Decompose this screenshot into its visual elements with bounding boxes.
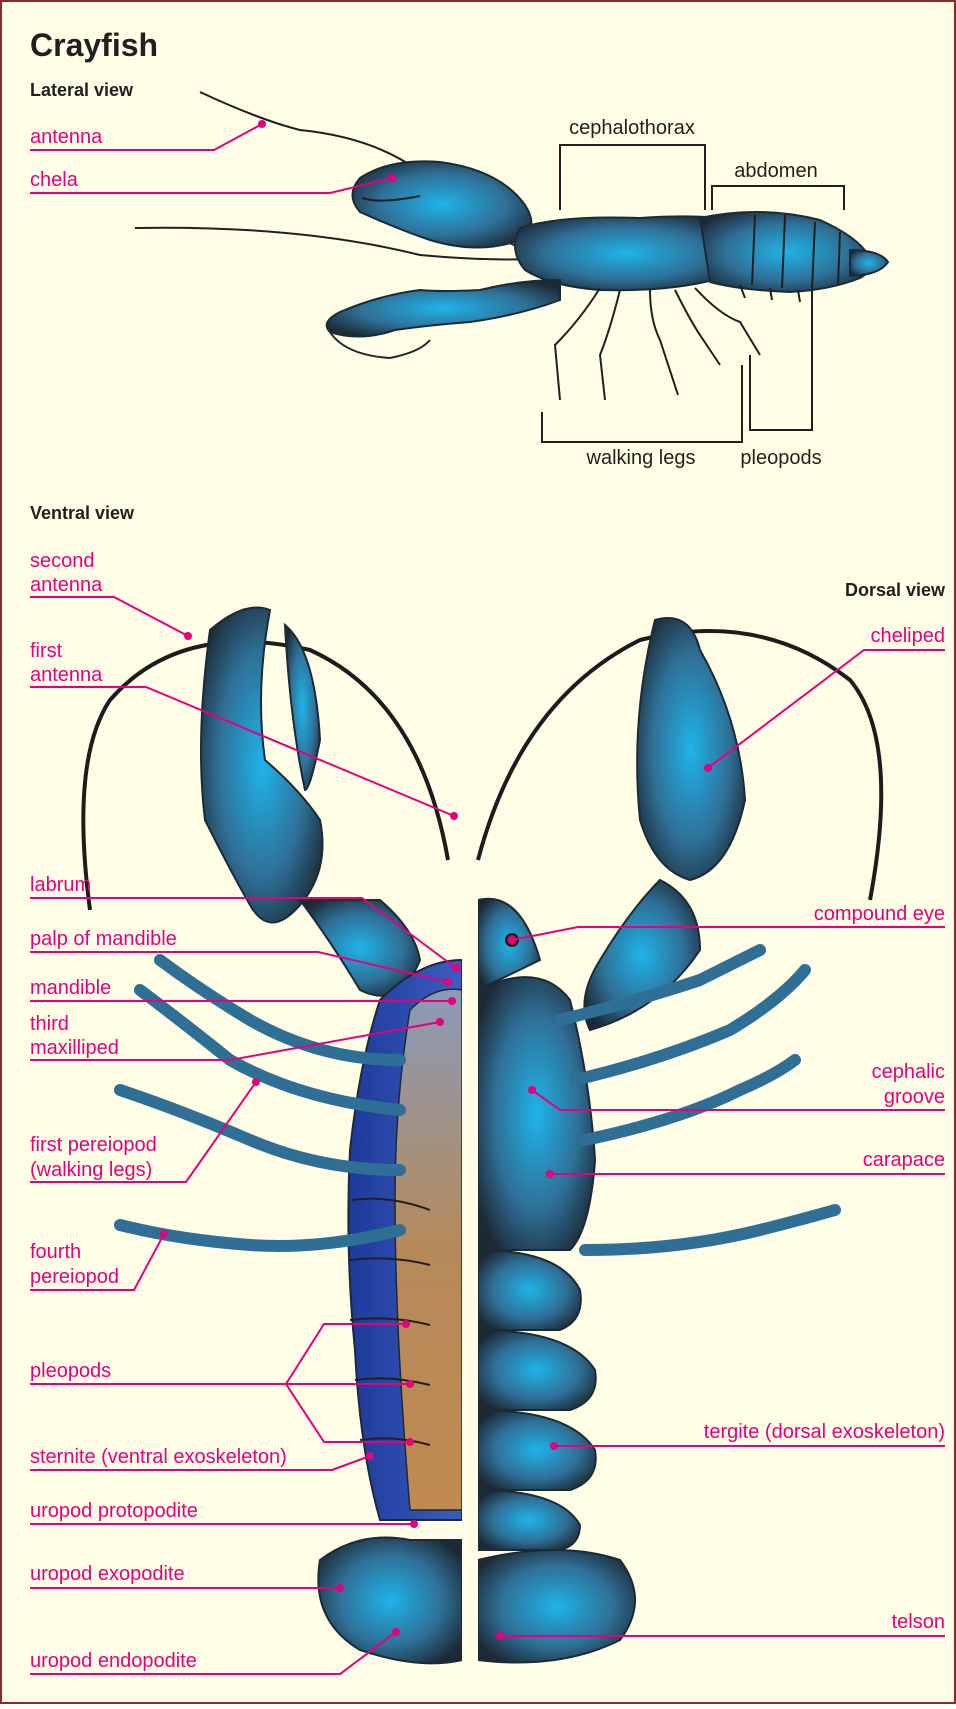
label-first-pereiopod-line2: (walking legs) xyxy=(30,1159,152,1181)
label-cheliped: cheliped xyxy=(870,625,945,647)
label-abdomen: abdomen xyxy=(734,160,817,182)
label-second-antenna-line2: antenna xyxy=(30,574,103,596)
label-fourth-pereiopod-line2: pereiopod xyxy=(30,1266,119,1288)
label-antenna: antenna xyxy=(30,126,103,148)
point-carapace xyxy=(546,1170,554,1178)
page-title: Crayfish xyxy=(30,27,158,63)
label-second-antenna-line1: second xyxy=(30,550,95,572)
label-third-maxilliped-line2: maxilliped xyxy=(30,1037,119,1059)
point-labrum xyxy=(452,964,460,972)
point-fourth-pereiopod xyxy=(160,1230,168,1238)
label-cephalothorax: cephalothorax xyxy=(569,117,695,139)
label-uropod-exopodite: uropod exopodite xyxy=(30,1563,185,1585)
lateral-view-heading: Lateral view xyxy=(30,80,134,100)
label-tergite: tergite (dorsal exoskeleton) xyxy=(704,1421,945,1443)
point-uropod-protopodite xyxy=(410,1520,418,1528)
point-first-pereiopod xyxy=(252,1078,260,1086)
label-cephalic-groove-line1: cephalic xyxy=(872,1061,945,1083)
label-walking-legs: walking legs xyxy=(586,447,696,469)
label-pleopods-ventral: pleopods xyxy=(30,1360,111,1382)
label-palp-of-mandible: palp of mandible xyxy=(30,928,177,950)
point-sternite xyxy=(366,1452,374,1460)
point-pleopod-3 xyxy=(406,1438,414,1446)
label-first-antenna-line1: first xyxy=(30,640,63,662)
label-uropod-endopodite: uropod endopodite xyxy=(30,1650,197,1672)
dorsal-view-heading: Dorsal view xyxy=(845,580,946,600)
label-telson: telson xyxy=(892,1611,945,1633)
point-antenna xyxy=(258,120,266,128)
point-pleopod-2 xyxy=(406,1380,414,1388)
label-chela: chela xyxy=(30,169,79,191)
label-uropod-protopodite: uropod protopodite xyxy=(30,1500,198,1522)
label-first-pereiopod-line1: first pereiopod xyxy=(30,1134,157,1156)
label-sternite: sternite (ventral exoskeleton) xyxy=(30,1446,287,1468)
point-third-maxilliped xyxy=(436,1018,444,1026)
point-cephalic-groove xyxy=(528,1086,536,1094)
point-tergite xyxy=(550,1442,558,1450)
label-pleopods-lateral: pleopods xyxy=(740,447,821,469)
point-compound-eye xyxy=(508,936,516,944)
point-palp-of-mandible xyxy=(444,978,452,986)
label-mandible: mandible xyxy=(30,977,111,999)
label-first-antenna-line2: antenna xyxy=(30,664,103,686)
point-cheliped xyxy=(704,764,712,772)
point-mandible xyxy=(448,997,456,1005)
label-compound-eye: compound eye xyxy=(814,903,945,925)
label-cephalic-groove-line2: groove xyxy=(884,1086,945,1108)
point-uropod-endopodite xyxy=(392,1628,400,1636)
point-second-antenna xyxy=(184,632,192,640)
point-chela xyxy=(388,174,396,182)
point-uropod-exopodite xyxy=(336,1584,344,1592)
point-telson xyxy=(496,1632,504,1640)
point-pleopod-1 xyxy=(402,1320,410,1328)
label-carapace: carapace xyxy=(863,1149,945,1171)
label-labrum: labrum xyxy=(30,874,91,896)
label-third-maxilliped-line1: third xyxy=(30,1013,69,1035)
ventral-view-heading: Ventral view xyxy=(30,503,135,523)
label-fourth-pereiopod-line1: fourth xyxy=(30,1241,81,1263)
point-first-antenna xyxy=(450,812,458,820)
